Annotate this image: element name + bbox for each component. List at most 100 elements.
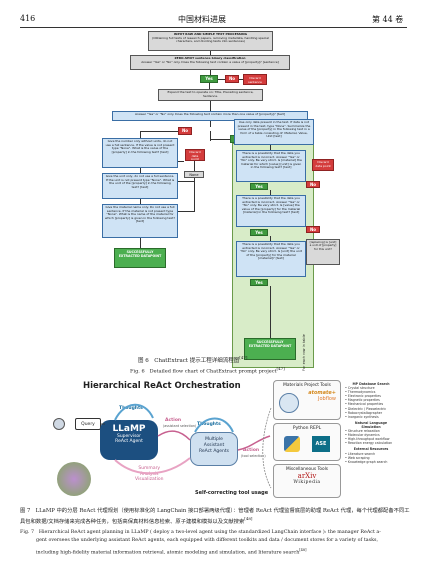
ext-resources-title: External Resources (353, 447, 389, 452)
capability-item: • Structure relaxation (345, 429, 380, 434)
input-processing-title: INPUT RAW AND SIMPLE TEXT PROCESSING (173, 32, 248, 36)
capability-item: • Magnetic properties (345, 398, 380, 403)
python-repl-panel: Python REPL ASE (273, 423, 341, 461)
multi-value-question-box: Answer "Yes" or "No" only. Does the foll… (112, 111, 308, 121)
fig6-caption-cn: 图 6 ChatExtract 提示工程详细流程图[47] (138, 355, 248, 364)
summary-label: Summary (138, 466, 161, 471)
agents-line1: Multiple (205, 437, 223, 442)
unit-check-box: There is a possibility that the data you… (236, 241, 306, 277)
no-label: No (306, 181, 320, 188)
action-bottom-label: Action (243, 448, 260, 453)
llamp-sub1: Supervisor (116, 434, 142, 439)
agents-line2: Assistant (203, 443, 225, 448)
connector (210, 131, 211, 141)
connector (270, 286, 271, 338)
no-label: No (225, 75, 239, 83)
page-number: 416 (20, 14, 36, 23)
success-box-left: SUCCESSFULLY EXTRACTED DATAPOINT (114, 248, 166, 268)
unit-question-box: Give the unit only, do not use a full se… (102, 173, 178, 199)
jobflow-logo: Jobflow (317, 396, 336, 402)
ase-logo-icon: ASE (312, 436, 330, 452)
connector (210, 51, 211, 55)
zero-shot-question: Answer "Yes" or "No" only. Does the foll… (141, 59, 279, 64)
fig7-caption-en-1: Fig. 7 Hierarchical ReAct agent planning… (20, 530, 381, 535)
zero-shot-title: ZERO-SHOT sentence binary classification (174, 56, 246, 60)
none-label: None (184, 171, 204, 178)
connector (209, 83, 210, 89)
connector (140, 131, 178, 132)
ext-resources-items: • Literature search• Web scraping• Knowl… (345, 452, 397, 464)
mp-tools-title: Materials Project Tools (283, 383, 331, 388)
material-question-box: Give the material name only. Do not use … (102, 204, 178, 238)
nl-sim-title: Natural Language Simulation (354, 420, 388, 429)
capability-item: • Crystal structure (345, 386, 375, 391)
connector (210, 101, 211, 111)
python-logo-icon (284, 436, 300, 452)
connector (239, 79, 243, 80)
zero-shot-box: ZERO-SHOT sentence binary classification… (130, 55, 290, 70)
fig7-title: Hierarchical ReAct Orchestration (83, 381, 241, 391)
connector (140, 131, 141, 138)
python-repl-title: Python REPL (292, 426, 322, 431)
connector (270, 145, 271, 150)
connector (210, 121, 211, 127)
fig7-caption-cn: 图 7 LLaMP 中的分层 ReAct 代理规划（使用标准化的 LangCha… (20, 508, 410, 525)
capability-item: • Robocrystallographer (345, 410, 383, 415)
user-icon (53, 418, 65, 430)
llamp-supervisor-node: LLaMP Supervisor ReAct Agent (100, 420, 158, 460)
yes-label: Yes (250, 229, 268, 236)
capability-item: • Thermodynamics (345, 390, 376, 395)
connector (140, 199, 141, 204)
connector (194, 178, 195, 212)
input-processing-box: INPUT RAW AND SIMPLE TEXT PROCESSING (Ob… (148, 31, 273, 51)
mp-db-title: MP Database Search (352, 382, 390, 386)
discard-sentence-box: Discard sentence (243, 74, 267, 85)
fig6-caption-en: Fig. 6 Detailed flow chart of ChatExtrac… (130, 366, 285, 375)
table-summary-box: Use only data present in the text. If da… (234, 119, 314, 145)
yes-label: Yes (200, 75, 218, 83)
llamp-title: LLaMP (112, 424, 146, 434)
header-rule (20, 27, 407, 28)
capability-item: • Inorganic synthesis (345, 414, 379, 419)
self-correcting-label: Self-correcting tool usage (195, 490, 269, 496)
capabilities-list: MP Database Search • Crystal structure• … (345, 382, 397, 464)
yes-label: Yes (250, 183, 268, 190)
visualization-label: Visualization (135, 477, 164, 482)
atomate-logo: atomate+ (308, 390, 336, 396)
capability-item: • Literature search (345, 451, 376, 456)
molecule-visualization-icon (57, 462, 91, 496)
connector (210, 139, 230, 140)
assistant-agents-node: Multiple Assistant ReAct Agents (190, 432, 238, 466)
discard-datapoint-box: Discard data point (185, 149, 205, 161)
arxiv-logo: arXiv (297, 472, 317, 480)
success-box-right: SUCCESSFULLY EXTRACTED DATAPOINT (244, 338, 296, 360)
connector (140, 238, 141, 248)
fig7-caption-en-3: including high-fidelity material informa… (36, 548, 307, 556)
journal-name: 中国材料进展 (178, 15, 226, 24)
connector (270, 236, 271, 241)
misc-tools-title: Miscellaneous Tools (285, 467, 329, 472)
capability-item: • Dielectric / Piezoelectric (345, 406, 387, 411)
value-check-box: There is a possibility that the data you… (236, 195, 306, 227)
thoughts-label-right: Thoughts (197, 422, 221, 427)
for-each-row-label: For each row in table (302, 334, 306, 371)
connector (194, 161, 195, 171)
mp-db-items: • Crystal structure• Thermodynamics• Ele… (345, 386, 397, 419)
capability-item: • Web scraping (345, 455, 370, 460)
connector (178, 161, 184, 162)
material-check-box: There is a possibility that the data you… (236, 150, 306, 182)
fig7-caption-en-2: gent oversees the underlying assistant R… (36, 538, 378, 543)
figure-6-flowchart: INPUT RAW AND SIMPLE TEXT PROCESSING (Ob… (100, 31, 340, 371)
capability-item: • Electronic properties (345, 394, 381, 399)
connector (178, 181, 194, 182)
action-top-sub: (assistant selection) (163, 424, 197, 428)
connector (270, 190, 271, 195)
misc-tools-panel: Miscellaneous Tools arXiv Wikipedia (273, 464, 341, 498)
yes-label: Yes (250, 279, 268, 286)
capability-item: • Mechanical properties (345, 402, 384, 407)
wikipedia-logo: Wikipedia (293, 480, 321, 485)
llamp-sub2: ReAct Agent (115, 439, 143, 444)
capability-item: • Reaction energy calculation (345, 441, 393, 446)
capability-item: • High-throughput workflow (345, 437, 390, 442)
mp-logo-icon (279, 393, 299, 413)
